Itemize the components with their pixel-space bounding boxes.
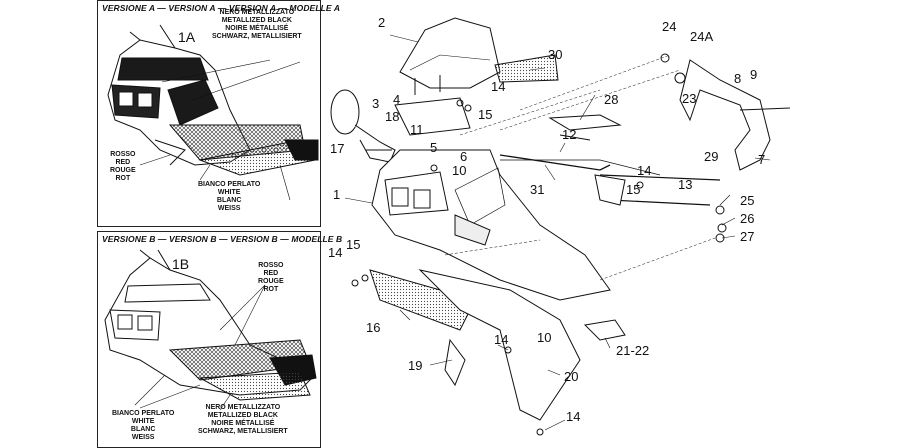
callout-2: 2: [378, 15, 386, 30]
callout-10-top: 10: [452, 163, 467, 178]
callout-25: 25: [740, 193, 755, 208]
callout-14-left: 14: [328, 245, 343, 260]
version-a-black-caption: NERO METALLIZZATO METALLIZED BLACK NOIRE…: [212, 9, 302, 40]
callout-29: 29: [704, 149, 719, 164]
callout-21-22: 21-22: [616, 343, 650, 358]
callout-28: 28: [604, 92, 619, 107]
callout-12: 12: [562, 127, 577, 142]
version-a-fairing: [107, 24, 319, 201]
callout-24: 24: [662, 19, 677, 34]
callout-31: 31: [530, 182, 545, 197]
version-a-white-caption: BIANCO PERLATO WHITE BLANC WEISS: [198, 181, 261, 212]
callout-14-mid: 14: [494, 332, 509, 347]
callout-15-top: 15: [478, 107, 493, 122]
callout-16: 16: [366, 320, 381, 335]
callout-24a: 24A: [690, 29, 714, 44]
version-b-white-caption: BIANCO PERLATO WHITE BLANC WEISS: [112, 410, 175, 441]
callout-19: 19: [408, 358, 423, 373]
callout-6: 6: [460, 149, 468, 164]
callout-14-right: 14: [637, 163, 652, 178]
callout-14-bottom: 14: [566, 409, 581, 424]
version-b-title: VERSIONE B — VERSION B — VERSION B — MOD…: [102, 234, 343, 244]
callout-3: 3: [372, 96, 380, 111]
callout-23: 23: [682, 91, 697, 106]
callout-30: 30: [548, 47, 563, 62]
main-exploded-view: [330, 17, 791, 436]
version-a-label: 1A: [178, 29, 196, 45]
callout-10-mid: 10: [537, 330, 552, 345]
callout-17: 17: [330, 141, 345, 156]
callout-5: 5: [430, 140, 438, 155]
callout-15-left: 15: [346, 237, 361, 252]
version-b-red-caption: ROSSO RED ROUGE ROT: [258, 262, 284, 293]
callout-27: 27: [740, 229, 755, 244]
callout-7: 7: [758, 152, 766, 167]
version-b-fairing: [104, 249, 317, 411]
callout-8: 8: [734, 71, 742, 86]
callout-13: 13: [678, 177, 693, 192]
version-a-red-caption: ROSSO RED ROUGE ROT: [110, 151, 136, 182]
version-b-label: 1B: [172, 256, 190, 272]
callout-20: 20: [564, 369, 579, 384]
callout-1: 1: [333, 187, 341, 202]
callout-18: 18: [385, 109, 400, 124]
callout-4: 4: [393, 92, 401, 107]
callout-11: 11: [410, 122, 424, 137]
callout-15-right: 15: [626, 182, 641, 197]
version-a-title: VERSIONE A — VERSION A — VERSION A — MOD…: [102, 3, 341, 13]
version-b-black-caption: NERO METALLIZZATO METALLIZED BLACK NOIRE…: [198, 404, 288, 435]
callout-9: 9: [750, 67, 758, 82]
callout-14-top: 14: [491, 79, 506, 94]
callout-26: 26: [740, 211, 755, 226]
